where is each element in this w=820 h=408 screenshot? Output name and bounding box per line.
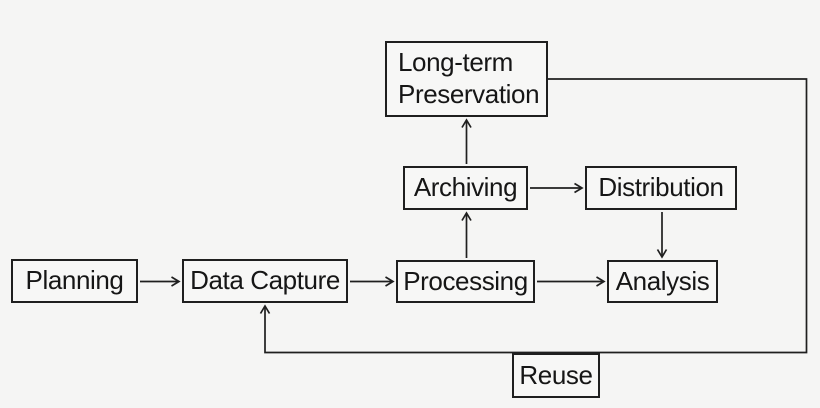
node-distribution-label: Distribution: [598, 172, 724, 203]
node-data-capture-label: Data Capture: [190, 265, 340, 296]
node-long-term-preservation-line1: Long-term: [398, 47, 513, 78]
node-long-term-preservation: Long-term Preservation: [385, 41, 548, 117]
node-processing-label: Processing: [403, 265, 528, 296]
node-planning: Planning: [11, 259, 138, 303]
node-distribution: Distribution: [585, 166, 737, 210]
node-long-term-preservation-label: Long-term Preservation: [398, 47, 540, 110]
node-planning-label: Planning: [25, 265, 124, 296]
node-reuse: Reuse: [512, 353, 600, 398]
node-reuse-label: Reuse: [519, 359, 593, 390]
node-long-term-preservation-line2: Preservation: [398, 79, 540, 109]
edge-reuse-feedback-loop: [259, 78, 808, 354]
node-analysis-label: Analysis: [615, 265, 710, 296]
node-archiving: Archiving: [403, 166, 528, 210]
node-processing: Processing: [396, 260, 535, 303]
node-archiving-label: Archiving: [413, 172, 518, 203]
node-analysis: Analysis: [607, 260, 718, 303]
node-data-capture: Data Capture: [182, 259, 348, 303]
